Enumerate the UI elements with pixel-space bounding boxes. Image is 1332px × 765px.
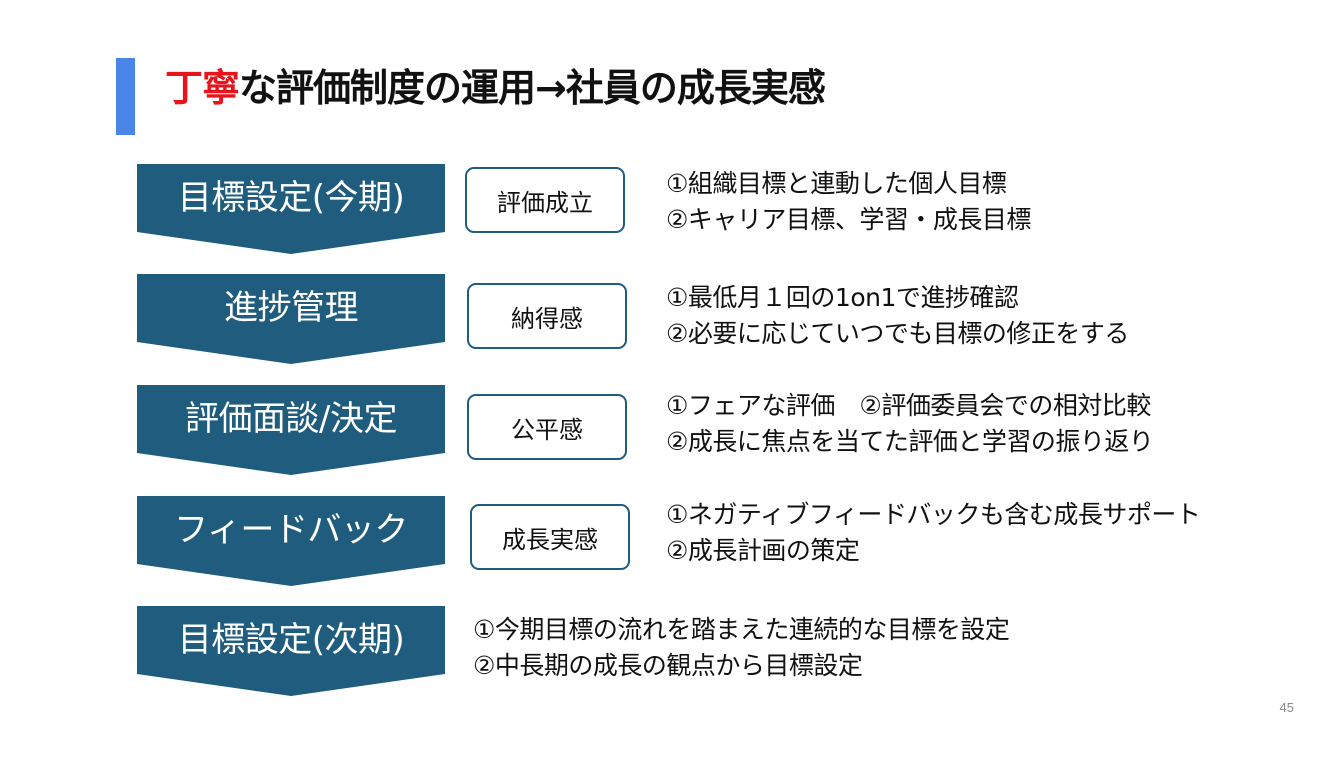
chevron-down-shape <box>137 606 445 696</box>
description-line: ①組織目標と連動した個人目標 <box>666 169 1007 198</box>
step-feedback: フィードバック <box>137 496 445 586</box>
badge-outcome: 公平感 <box>467 394 627 460</box>
description-line: ①ネガティブフィードバックも含む成長サポート <box>666 500 1201 529</box>
chevron-down-shape <box>137 164 445 254</box>
badge-outcome: 納得感 <box>467 283 627 349</box>
step-label: 評価面談/決定 <box>185 399 397 439</box>
description-line: ②必要に応じていつでも目標の修正をする <box>666 319 1129 348</box>
step-description: ①最低月１回の1on1で進捗確認 ②必要に応じていつでも目標の修正をする <box>666 280 1129 352</box>
title-highlight: 丁寧 <box>165 66 240 110</box>
badge-outcome: 成長実感 <box>470 504 630 570</box>
step-label: フィードバック <box>174 510 408 550</box>
description-line: ①フェアな評価 ②評価委員会での相対比較 <box>666 391 1151 420</box>
step-goal-setting-next: 目標設定(次期) <box>137 606 445 696</box>
step-description: ①組織目標と連動した個人目標 ②キャリア目標、学習・成長目標 <box>666 166 1031 238</box>
page-number: 45 <box>1279 700 1294 715</box>
step-progress-management: 進捗管理 <box>137 274 445 364</box>
slide-title: 丁寧な評価制度の運用→社員の成長実感 <box>165 60 826 116</box>
step-label: 目標設定(今期) <box>177 178 405 218</box>
chevron-down-shape <box>137 496 445 586</box>
description-line: ①最低月１回の1on1で進捗確認 <box>666 283 1019 312</box>
step-description: ①フェアな評価 ②評価委員会での相対比較 ②成長に焦点を当てた評価と学習の振り返… <box>666 388 1154 460</box>
step-description: ①ネガティブフィードバックも含む成長サポート ②成長計画の策定 <box>666 497 1201 569</box>
step-description: ①今期目標の流れを踏まえた連続的な目標を設定 ②中長期の成長の観点から目標設定 <box>473 612 1010 684</box>
step-label: 進捗管理 <box>224 288 359 328</box>
description-line: ②成長に焦点を当てた評価と学習の振り返り <box>666 427 1154 456</box>
description-line: ①今期目標の流れを踏まえた連続的な目標を設定 <box>473 615 1010 644</box>
description-line: ②中長期の成長の観点から目標設定 <box>473 651 863 680</box>
step-goal-setting-current: 目標設定(今期) <box>137 164 445 254</box>
badge-outcome: 評価成立 <box>465 167 625 233</box>
step-label: 目標設定(次期) <box>177 620 405 660</box>
step-evaluation-interview: 評価面談/決定 <box>137 385 445 475</box>
description-line: ②成長計画の策定 <box>666 536 860 565</box>
chevron-down-shape <box>137 274 445 364</box>
title-accent-bar <box>116 58 135 135</box>
chevron-down-shape <box>137 385 445 475</box>
description-line: ②キャリア目標、学習・成長目標 <box>666 205 1031 234</box>
title-text: な評価制度の運用→社員の成長実感 <box>239 66 826 110</box>
